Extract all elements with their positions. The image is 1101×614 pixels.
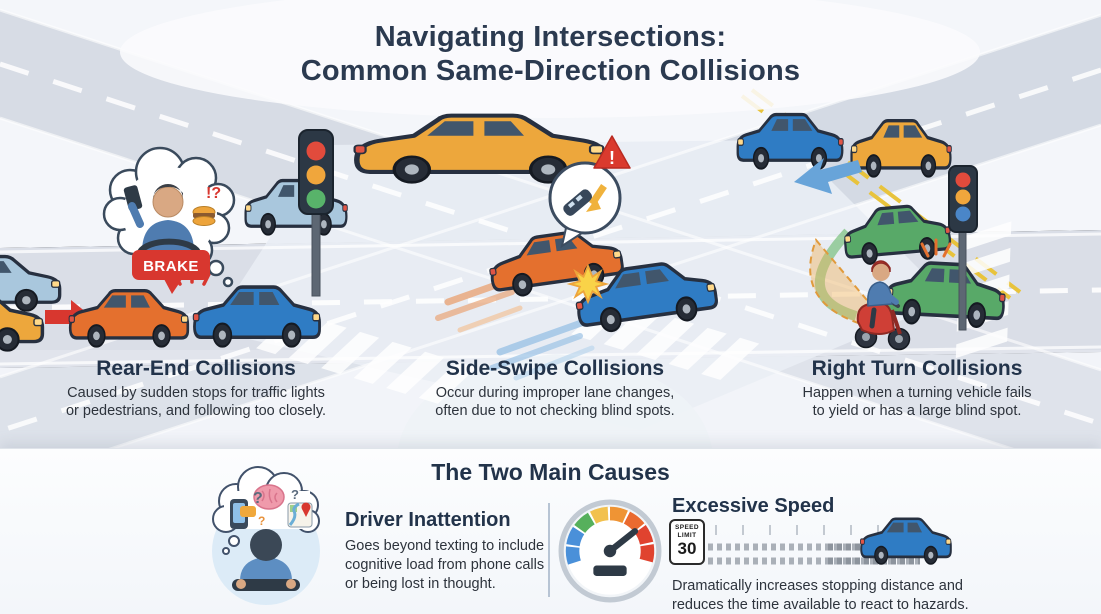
oncoming-yellow-car — [849, 119, 954, 178]
brake-callout-label: BRAKE — [143, 258, 199, 275]
side-swipe-heading: Side-Swipe Collisions — [445, 357, 665, 380]
warning-mark: ! — [609, 148, 615, 168]
driver-inattention-desc-line3: or being lost in thought. — [345, 576, 496, 592]
side-swipe-desc-line2: often due to not checking blind spots. — [435, 402, 675, 419]
driver-inattention-heading: Driver Inattention — [345, 509, 511, 531]
causes-panel: The Two Main Causes — [0, 448, 1101, 614]
oncoming-blue-car — [736, 112, 845, 170]
green-turn-path — [815, 228, 858, 321]
scooter-icon — [854, 260, 911, 351]
page-title-line1: Navigating Intersections: — [374, 21, 727, 53]
distraction-marks: !? — [206, 185, 221, 202]
rear-end-label: Rear-End Collisions Caused by sudden sto… — [11, 356, 381, 420]
thought-bubble-distracted-driver-icon: !? — [102, 146, 236, 288]
brain-icon — [253, 484, 285, 510]
right-turn-scene — [736, 112, 1009, 351]
orange-crashing-car — [67, 289, 190, 348]
rear-end-heading: Rear-End Collisions — [96, 357, 296, 380]
warning-triangle-icon: ! — [593, 135, 631, 169]
speed-limit-sign-icon: SPEED LIMIT 30 — [669, 519, 705, 565]
traffic-light-icon — [298, 129, 334, 297]
rear-end-desc-line2: or pedestrians, and following too closel… — [65, 402, 327, 419]
excessive-speed-desc-line2: reduces the time available to react to h… — [672, 597, 969, 613]
page-title: Navigating Intersections: Common Same-Di… — [0, 20, 1101, 88]
svg-text:?: ? — [258, 514, 265, 528]
right-turn-desc-line1: Happen when a turning vehicle fails — [802, 385, 1032, 401]
speed-sign-word2: LIMIT — [677, 531, 697, 539]
right-turn-desc-line2: to yield or has a large blind spot. — [812, 402, 1022, 419]
blind-spot-warning-bubble-icon: ! — [548, 135, 631, 249]
driver-inattention-desc-line2: cognitive load from phone calls — [345, 557, 545, 573]
blue-struck-car — [191, 285, 322, 348]
svg-text:?: ? — [291, 487, 299, 502]
queued-light-blue-car — [0, 254, 62, 312]
impact-spark-icon — [920, 238, 952, 258]
spark-icon — [566, 263, 610, 305]
driver-inattention-desc-line1: Goes beyond texting to include — [345, 538, 545, 554]
map-icon — [287, 502, 313, 528]
turning-green-car-lower — [883, 258, 1009, 330]
traffic-light-icon — [948, 165, 978, 331]
turning-green-car-upper — [840, 201, 954, 268]
right-turn-label: Right Turn Collisions Happen when a turn… — [732, 356, 1101, 420]
blue-direction-arrow-icon — [794, 158, 862, 194]
svg-text:?: ? — [253, 490, 263, 507]
causes-divider — [548, 503, 550, 597]
excessive-speed-heading: Excessive Speed — [672, 495, 835, 517]
brake-callout: BRAKE — [132, 250, 210, 294]
orange-swiping-car — [484, 224, 627, 302]
causes-heading: The Two Main Causes — [431, 459, 670, 485]
side-swipe-scene: ! — [435, 135, 721, 381]
distracted-driver-mind-icon: ? ? ? — [212, 466, 320, 605]
rear-end-scene: !? BRAKE — [0, 116, 603, 352]
rear-end-desc-line1: Caused by sudden stops for traffic light… — [67, 385, 325, 401]
page-title-line2: Common Same-Direction Collisions — [300, 55, 801, 87]
right-turn-heading: Right Turn Collisions — [811, 357, 1023, 380]
speeding-blue-car — [859, 517, 953, 565]
phone-icon — [230, 499, 256, 529]
excessive-speed-desc-line1: Dramatically increases stopping distance… — [672, 578, 963, 594]
speed-sign-value: 30 — [677, 539, 697, 558]
side-swipe-label: Side-Swipe Collisions Occur during impro… — [370, 356, 740, 420]
side-swipe-desc-line1: Occur during improper lane changes, — [435, 385, 675, 401]
excessive-speed-desc: Dramatically increases stopping distance… — [672, 577, 969, 614]
speedometer-icon — [558, 499, 662, 603]
driver-inattention-desc: Goes beyond texting to include cognitive… — [345, 537, 544, 594]
speed-sign-word1: SPEED — [674, 524, 700, 531]
burger-icon — [192, 206, 216, 226]
